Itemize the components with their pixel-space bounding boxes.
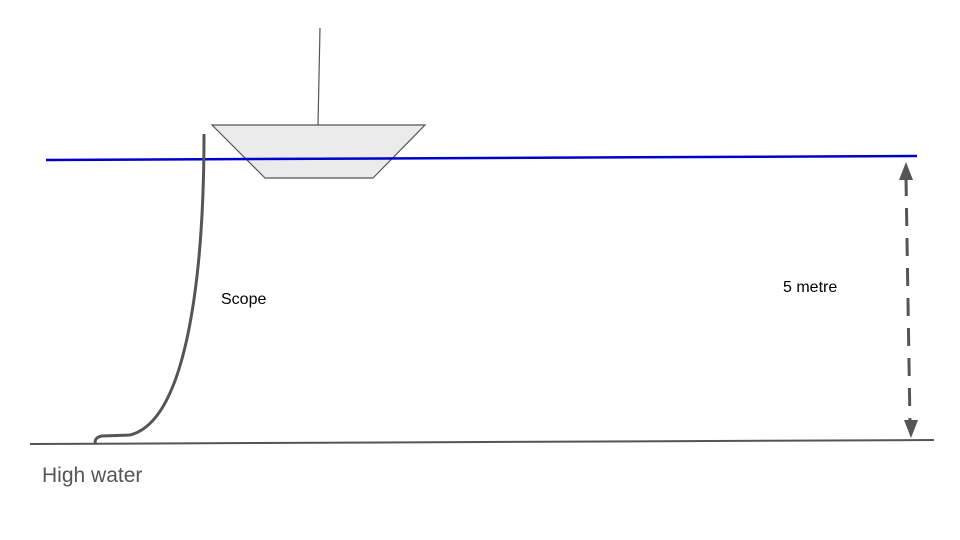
water-line <box>45 154 918 162</box>
boat-hull <box>210 124 427 179</box>
arrow-up-icon <box>899 162 913 180</box>
scope-label: Scope <box>221 291 267 308</box>
mast <box>317 27 321 126</box>
arrow-down-icon <box>904 420 918 438</box>
high-water-label: High water <box>42 464 143 487</box>
anchor-rode <box>93 133 206 444</box>
seabed-line <box>29 439 935 445</box>
depth-dimension-line <box>904 177 912 425</box>
depth-label: 5 metre <box>783 279 838 296</box>
